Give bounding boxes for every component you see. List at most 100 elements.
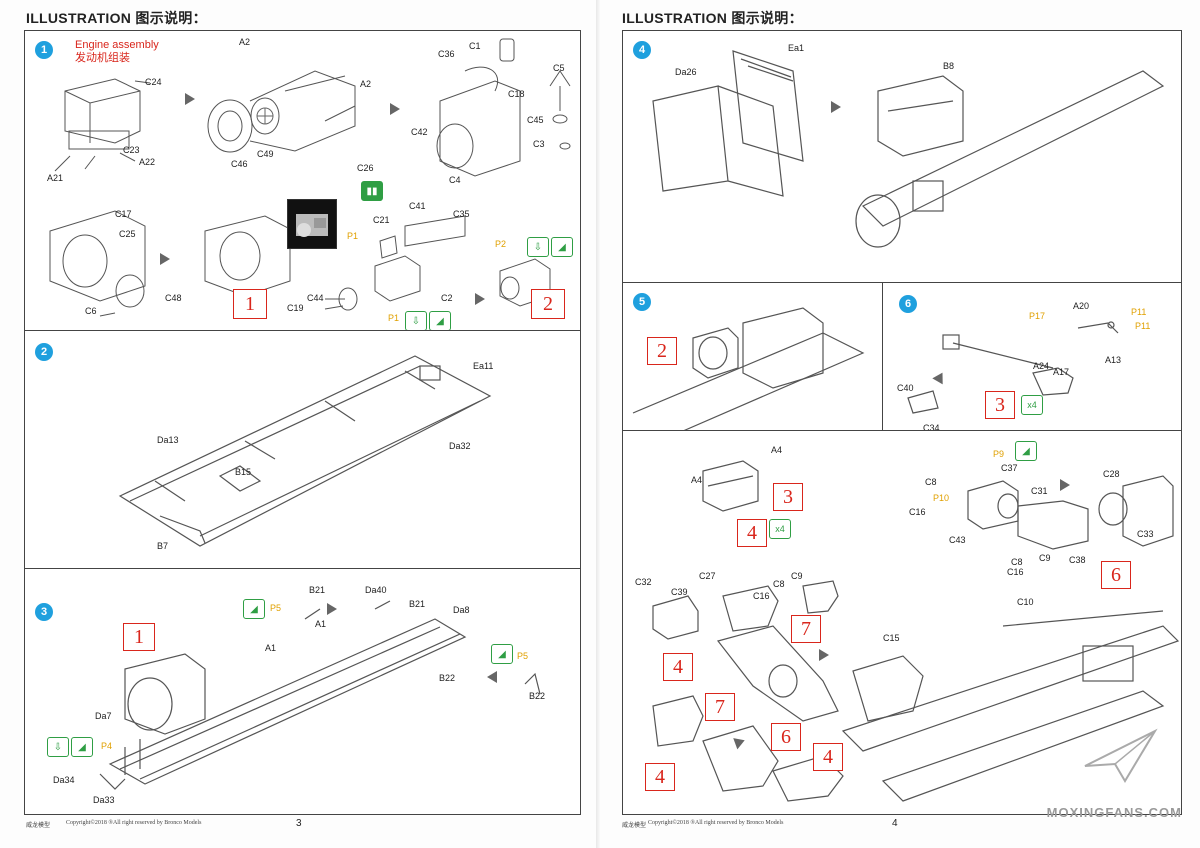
part-label: B22 (439, 673, 456, 683)
part-label: P17 (1029, 311, 1046, 321)
part-label: P10 (933, 493, 950, 503)
glue-icon: ◢ (71, 737, 93, 757)
part-label: C44 (307, 293, 324, 303)
part-label: A22 (139, 157, 156, 167)
step-5-panel: 5 2 (622, 282, 884, 432)
part-label: P5 (270, 603, 282, 613)
step-2-panel: 2 Ea11 Da13 Da32 B15 B7 (24, 330, 581, 570)
part-label: C39 (671, 587, 688, 597)
part-label: C17 (115, 209, 132, 219)
part-label: A4 (771, 445, 783, 455)
part-label: A13 (1105, 355, 1122, 365)
part-label: P1 (347, 231, 359, 241)
part-label: C28 (1103, 469, 1120, 479)
part-label: A2 (239, 37, 251, 47)
page-number: 4 (892, 818, 898, 829)
part-label: C10 (1017, 597, 1034, 607)
part-label: C49 (257, 149, 274, 159)
chassis-frame-drawing (118, 355, 492, 547)
engine-photo (287, 199, 337, 249)
subassembly-box: 6 (1101, 561, 1131, 589)
part-label: C8 (925, 477, 937, 487)
step-2-badge: 2 (35, 343, 53, 361)
part-label: C40 (897, 383, 914, 393)
subassembly-box: 7 (705, 693, 735, 721)
flow-arrow (390, 103, 400, 115)
footer-brand: 威龙模型 (622, 823, 647, 829)
part-label: C35 (453, 209, 470, 219)
flow-arrow (327, 603, 337, 615)
part-label: C42 (411, 127, 428, 137)
watermark: MOXINGFANS.COM (1046, 805, 1182, 820)
part-label: A1 (315, 619, 327, 629)
flow-arrow (185, 93, 195, 105)
part-label: A24 (1033, 361, 1050, 371)
part-label: Da7 (95, 711, 112, 721)
subassembly-box: 2 (531, 289, 565, 319)
part-label: C4 (449, 175, 461, 185)
glue-icon: ◢ (243, 599, 265, 619)
part-label: Da13 (157, 435, 179, 445)
part-label: C24 (145, 77, 162, 87)
subassembly-box: 4 (813, 743, 843, 771)
flow-arrow (819, 649, 829, 661)
part-label: C33 (1137, 529, 1154, 539)
subassembly-box: 3 (773, 483, 803, 511)
part-label: C38 (1069, 555, 1086, 565)
subassembly-box: 6 (771, 723, 801, 751)
part-label: C45 (527, 115, 544, 125)
part-label: P9 (993, 449, 1005, 459)
flow-arrow (1060, 479, 1070, 491)
part-label: C32 (635, 577, 652, 587)
page-left: ILLUSTRATION 图示说明： 1 Engine assembly 发动机… (0, 0, 598, 848)
part-label: C43 (949, 535, 966, 545)
glue-icon: ◢ (551, 237, 573, 257)
part-label: C48 (165, 293, 182, 303)
part-label: B21 (409, 599, 426, 609)
part-label: Da32 (449, 441, 471, 451)
part-label: C25 (119, 229, 136, 239)
part-label: C3 (533, 139, 545, 149)
quantity-badge: x4 (769, 519, 791, 539)
part-label: A21 (47, 173, 64, 183)
steering-rod-drawing (907, 321, 1119, 414)
step-1-panel: 1 Engine assembly 发动机组装 (24, 30, 581, 332)
glue-icon: ◢ (429, 311, 451, 331)
page-number: 3 (296, 818, 302, 829)
part-label: C9 (791, 571, 803, 581)
part-label: P5 (517, 651, 529, 661)
flow-arrow (487, 671, 497, 683)
part-label: P4 (101, 741, 113, 751)
step-5-badge: 5 (633, 293, 651, 311)
part-label: A1 (265, 643, 277, 653)
insert-down-icon: ⇩ (405, 311, 427, 331)
step-4-panel: 4 Ea1 Da26 B8 (622, 30, 1182, 284)
part-label: A2 (360, 79, 372, 89)
part-label: C15 (883, 633, 900, 643)
part-label: A20 (1073, 301, 1090, 311)
subassembly-box: 4 (737, 519, 767, 547)
part-label: B8 (943, 61, 955, 71)
part-label: A4 (691, 475, 703, 485)
part-label: C31 (1031, 486, 1048, 496)
step-6-badge: 6 (899, 295, 917, 313)
flow-arrow (160, 253, 170, 265)
step-6-panel: 6 P17 A20 P11 P11 A13 A24 A17 C40 C34 3 … (882, 282, 1182, 432)
part-label: P11 (1135, 321, 1151, 331)
subassembly-box: 4 (645, 763, 675, 791)
part-label: B7 (157, 541, 169, 551)
part-label: C8 (1011, 557, 1023, 567)
subassembly-box: 1 (233, 289, 267, 319)
part-label: A17 (1053, 367, 1070, 377)
quantity-badge: x4 (1021, 395, 1043, 415)
part-label: C18 (508, 89, 525, 99)
part-label: C1 (469, 41, 481, 51)
part-label: C2 (441, 293, 453, 303)
part-label: C21 (373, 215, 390, 225)
subassembly-box: 4 (663, 653, 693, 681)
step-1-badge: 1 (35, 41, 53, 59)
step-7-panel: A4 A4 P9 C37 C8 P10 C31 C28 C16 C43 C33 … (622, 430, 1182, 815)
flow-arrow (831, 101, 841, 113)
part-label: C16 (753, 591, 770, 601)
part-label: Da34 (53, 775, 75, 785)
